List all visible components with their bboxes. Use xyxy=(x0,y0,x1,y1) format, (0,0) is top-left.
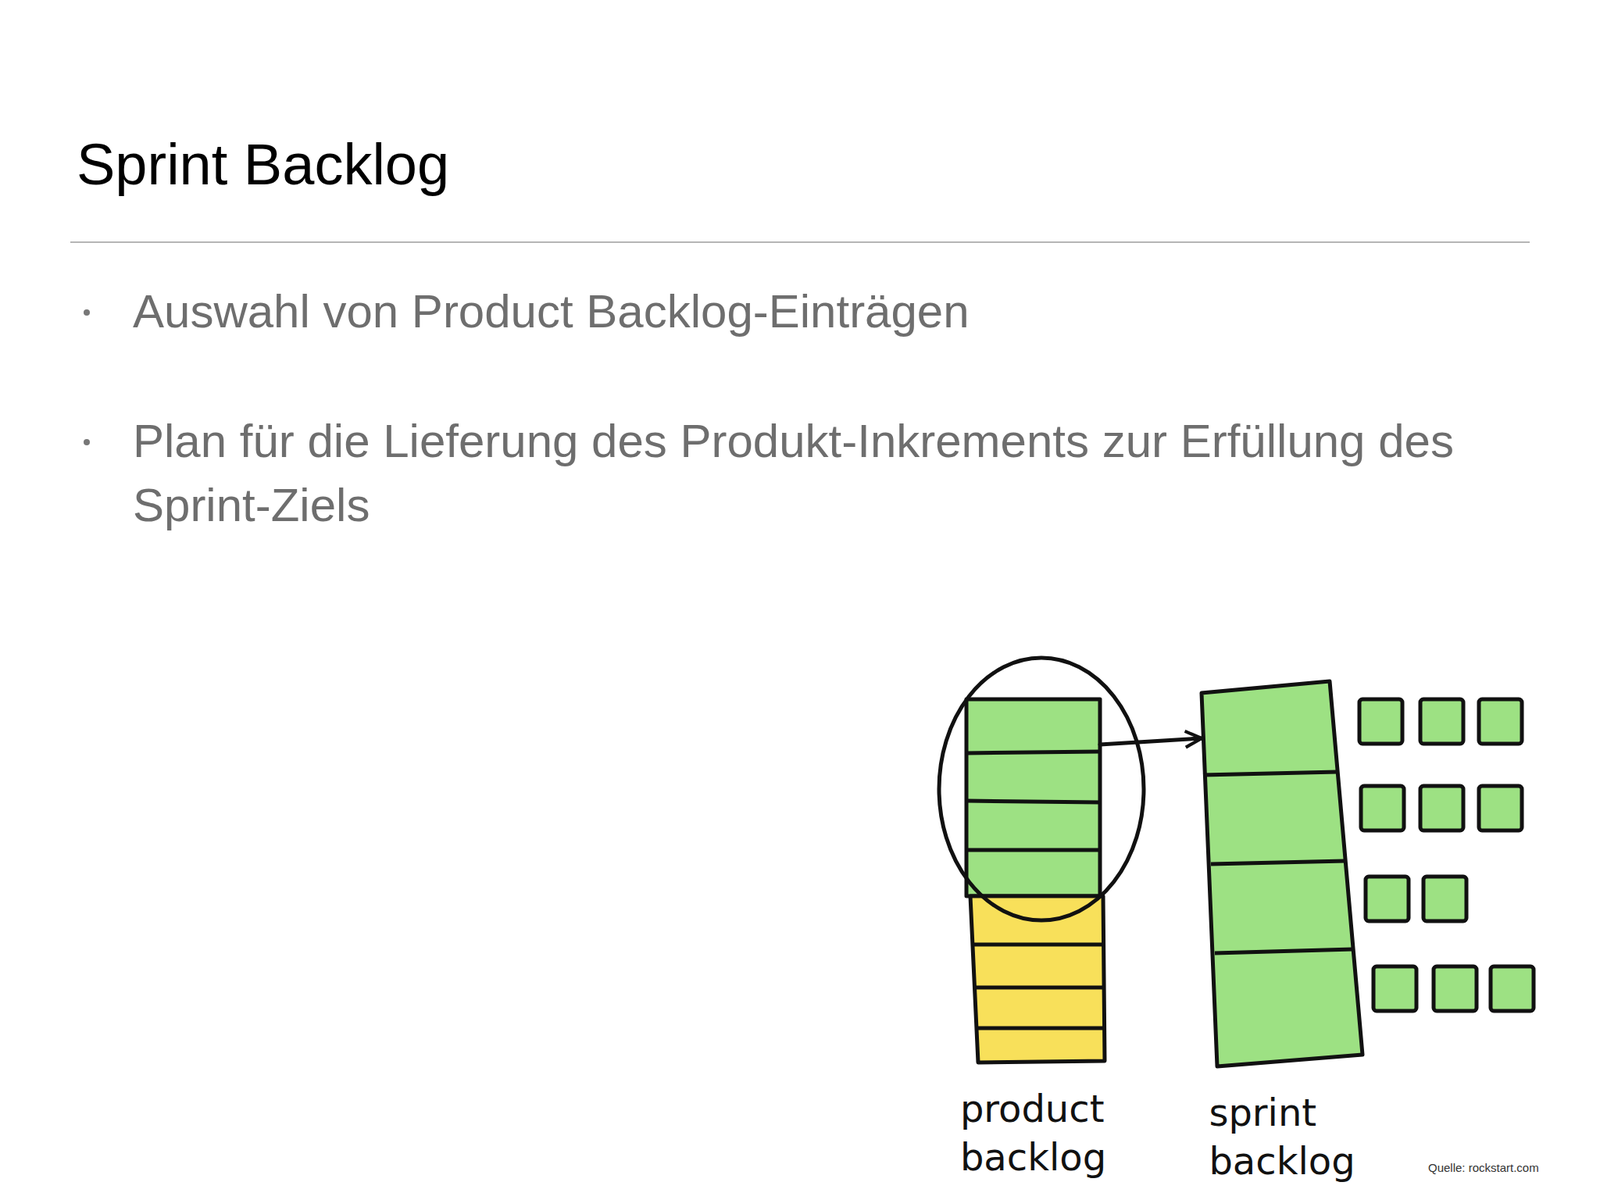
sprint-column xyxy=(1201,681,1363,1067)
bullet-dot xyxy=(83,309,90,316)
backlog-column: product backlog xyxy=(966,699,1100,1063)
backlog-column: sprint backlog xyxy=(1201,681,1363,1067)
slide-title: Sprint Backlog xyxy=(76,131,450,198)
product-column xyxy=(966,699,1105,1063)
task-cards xyxy=(1359,699,1534,1011)
bullet-dot xyxy=(83,439,90,446)
column-label: sprint backlog xyxy=(1208,1088,1355,1186)
flow-arrow xyxy=(1100,738,1202,745)
title-rule xyxy=(70,241,1530,243)
bullet-text: Plan für die Lieferung des Produkt-Inkre… xyxy=(132,409,1563,538)
source-note: Quelle: rockstart.com xyxy=(1428,1160,1540,1175)
bullet-text: Auswahl von Product Backlog-Einträgen xyxy=(132,279,1563,344)
column-label: product backlog xyxy=(960,1084,1107,1182)
selection-circle xyxy=(939,657,1144,921)
